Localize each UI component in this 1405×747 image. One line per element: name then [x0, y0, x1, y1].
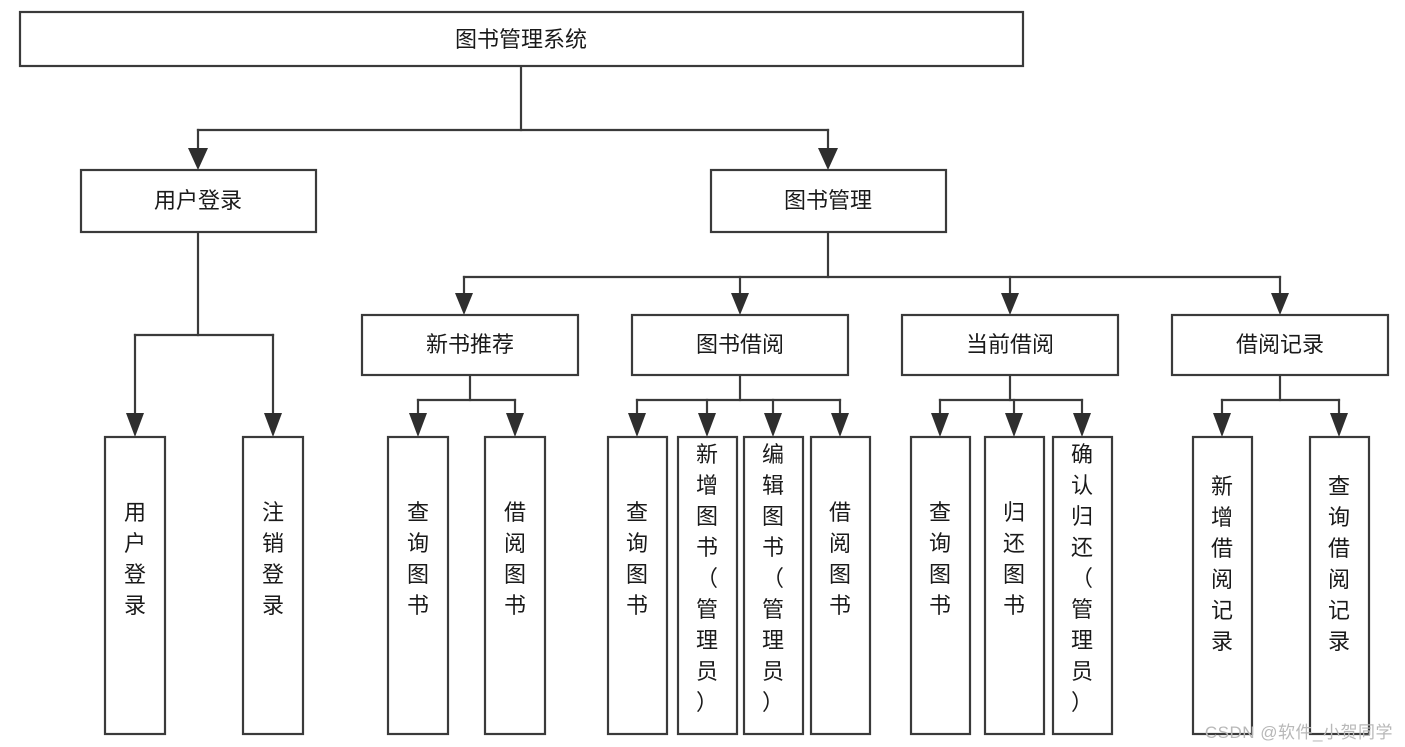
node-book-borrow[interactable]: 图书借阅 [630, 313, 850, 377]
node-user-login-label: 用户登录 [154, 188, 242, 213]
node-leaf-confirm-return-admin-label: 确认归还（管理员） [1071, 442, 1093, 715]
arrowhead-leaf-user-login [126, 413, 144, 437]
node-root[interactable]: 图书管理系统 [18, 10, 1025, 68]
arrowhead-leaf-borrow-book [831, 413, 849, 437]
node-current-borrow-box[interactable] [900, 313, 1120, 377]
node-borrow-record[interactable]: 借阅记录 [1170, 313, 1390, 377]
node-leaf-logout[interactable]: 注销登录 [241, 435, 305, 736]
arrowhead-leaf-add-borrow-record [1213, 413, 1231, 437]
node-leaf-query-book-new[interactable]: 查询图书 [386, 435, 450, 736]
node-leaf-query-book-borrow-label: 查询图书 [626, 500, 648, 618]
node-new-book-recommend-label: 新书推荐 [426, 332, 514, 357]
node-leaf-confirm-return-admin[interactable]: 确认归还（管理员） [1051, 435, 1114, 736]
node-new-book-recommend[interactable]: 新书推荐 [360, 313, 580, 377]
node-leaf-borrow-book-new-label: 借阅图书 [504, 500, 526, 618]
node-leaf-logout-label: 注销登录 [262, 500, 284, 618]
node-leaf-add-book-admin[interactable]: 新增图书（管理员） [676, 435, 739, 736]
arrowhead-leaf-add-book-admin [698, 413, 716, 437]
node-book-borrow-label: 图书借阅 [696, 332, 784, 357]
node-leaf-borrow-book-new[interactable]: 借阅图书 [483, 435, 547, 736]
node-leaf-query-book-new-box[interactable] [386, 435, 450, 736]
arrowhead-leaf-logout [264, 413, 282, 437]
node-leaf-user-login[interactable]: 用户登录 [103, 435, 167, 736]
node-leaf-confirm-return-admin-box[interactable] [1051, 435, 1114, 736]
node-user-login[interactable]: 用户登录 [79, 168, 318, 234]
arrowhead-book-manage [818, 148, 838, 170]
arrowhead-leaf-query-book-new [409, 413, 427, 437]
arrowhead-leaf-query-borrow-record [1330, 413, 1348, 437]
node-leaf-edit-book-admin-box[interactable] [742, 435, 805, 736]
node-leaf-edit-book-admin-label: 编辑图书（管理员） [762, 442, 784, 715]
node-leaf-return-book[interactable]: 归还图书 [983, 435, 1046, 736]
arrowhead-leaf-query-book-borrow [628, 413, 646, 437]
arrowhead-leaf-edit-book-admin [764, 413, 782, 437]
node-leaf-add-borrow-record[interactable]: 新增借阅记录 [1191, 435, 1254, 736]
node-leaf-borrow-book-new-box[interactable] [483, 435, 547, 736]
node-leaf-query-borrow-record[interactable]: 查询借阅记录 [1308, 435, 1371, 736]
node-leaf-query-book-current[interactable]: 查询图书 [909, 435, 972, 736]
node-leaf-query-book-current-label: 查询图书 [929, 500, 951, 618]
node-leaf-user-login-label: 用户登录 [124, 500, 146, 618]
node-leaf-borrow-book[interactable]: 借阅图书 [809, 435, 872, 736]
node-leaf-query-book-new-label: 查询图书 [407, 500, 429, 618]
node-leaf-query-borrow-record-box[interactable] [1308, 435, 1371, 736]
node-new-book-recommend-box[interactable] [360, 313, 580, 377]
node-book-borrow-box[interactable] [630, 313, 850, 377]
node-leaf-logout-box[interactable] [241, 435, 305, 736]
arrowhead-book-borrow [731, 293, 749, 315]
arrowhead-current-borrow [1001, 293, 1019, 315]
arrowhead-borrow-record [1271, 293, 1289, 315]
node-user-login-box[interactable] [79, 168, 318, 234]
node-leaf-add-borrow-record-label: 新增借阅记录 [1211, 474, 1233, 654]
node-book-manage-box[interactable] [709, 168, 948, 234]
node-leaf-borrow-book-label: 借阅图书 [829, 500, 851, 618]
node-leaf-return-book-box[interactable] [983, 435, 1046, 736]
node-leaf-return-book-label: 归还图书 [1003, 500, 1025, 618]
node-leaf-borrow-book-box[interactable] [809, 435, 872, 736]
node-leaf-query-borrow-record-label: 查询借阅记录 [1328, 474, 1350, 654]
node-leaf-query-book-borrow[interactable]: 查询图书 [606, 435, 669, 736]
node-leaf-add-book-admin-label: 新增图书（管理员） [696, 442, 718, 715]
node-leaf-edit-book-admin[interactable]: 编辑图书（管理员） [742, 435, 805, 736]
node-borrow-record-label: 借阅记录 [1236, 332, 1324, 357]
node-leaf-query-book-current-box[interactable] [909, 435, 972, 736]
node-book-manage-label: 图书管理 [784, 188, 872, 213]
node-root-label: 图书管理系统 [455, 27, 587, 52]
node-current-borrow-label: 当前借阅 [966, 332, 1054, 357]
arrowhead-new-book-recommend [455, 293, 473, 315]
node-leaf-add-book-admin-box[interactable] [676, 435, 739, 736]
arrowhead-leaf-query-book-current [931, 413, 949, 437]
node-leaf-query-book-borrow-box[interactable] [606, 435, 669, 736]
node-borrow-record-box[interactable] [1170, 313, 1390, 377]
arrowhead-leaf-borrow-book-new [506, 413, 524, 437]
node-book-manage[interactable]: 图书管理 [709, 168, 948, 234]
node-root-box[interactable] [18, 10, 1025, 68]
arrowhead-user-login [188, 148, 208, 170]
arrowhead-leaf-confirm-return-admin [1073, 413, 1091, 437]
node-leaf-user-login-box[interactable] [103, 435, 167, 736]
node-current-borrow[interactable]: 当前借阅 [900, 313, 1120, 377]
node-leaf-add-borrow-record-box[interactable] [1191, 435, 1254, 736]
connector-layer [126, 64, 1348, 437]
arrowhead-leaf-return-book [1005, 413, 1023, 437]
